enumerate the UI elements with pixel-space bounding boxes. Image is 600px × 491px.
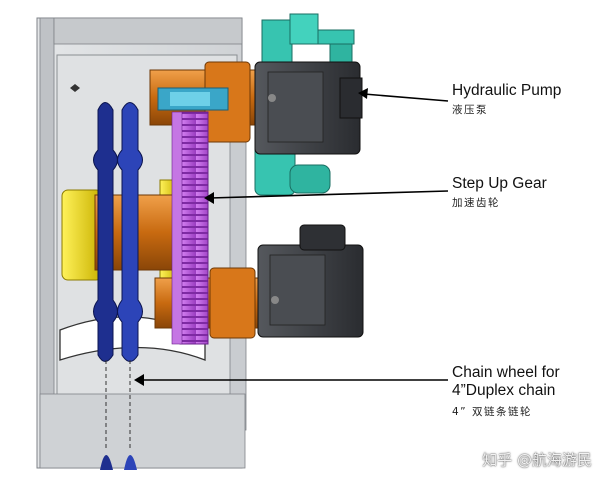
hydraulic-pump-lower <box>257 224 364 338</box>
chain-wheel-label-line2: 4”Duplex chain <box>452 382 556 399</box>
chain-wheel-label-zh: 4” 双链条链轮 <box>452 406 532 418</box>
pinion-shaft <box>157 87 229 111</box>
step-up-gear-label-zh: 加速齿轮 <box>452 197 500 209</box>
watermark: 知乎 @航海游民 <box>482 451 592 469</box>
hydraulic-pump-label-zh: 液压泵 <box>452 104 488 116</box>
hydraulic-pump-label: Hydraulic Pump <box>452 82 562 99</box>
leader-lines <box>134 88 449 386</box>
step-up-gear <box>171 111 209 345</box>
chain-sprocket <box>93 102 143 470</box>
hydraulic-pump-upper <box>254 61 363 155</box>
step-up-gear-label: Step Up Gear <box>452 175 547 192</box>
chain-wheel-label-line1: Chain wheel for <box>452 364 560 381</box>
